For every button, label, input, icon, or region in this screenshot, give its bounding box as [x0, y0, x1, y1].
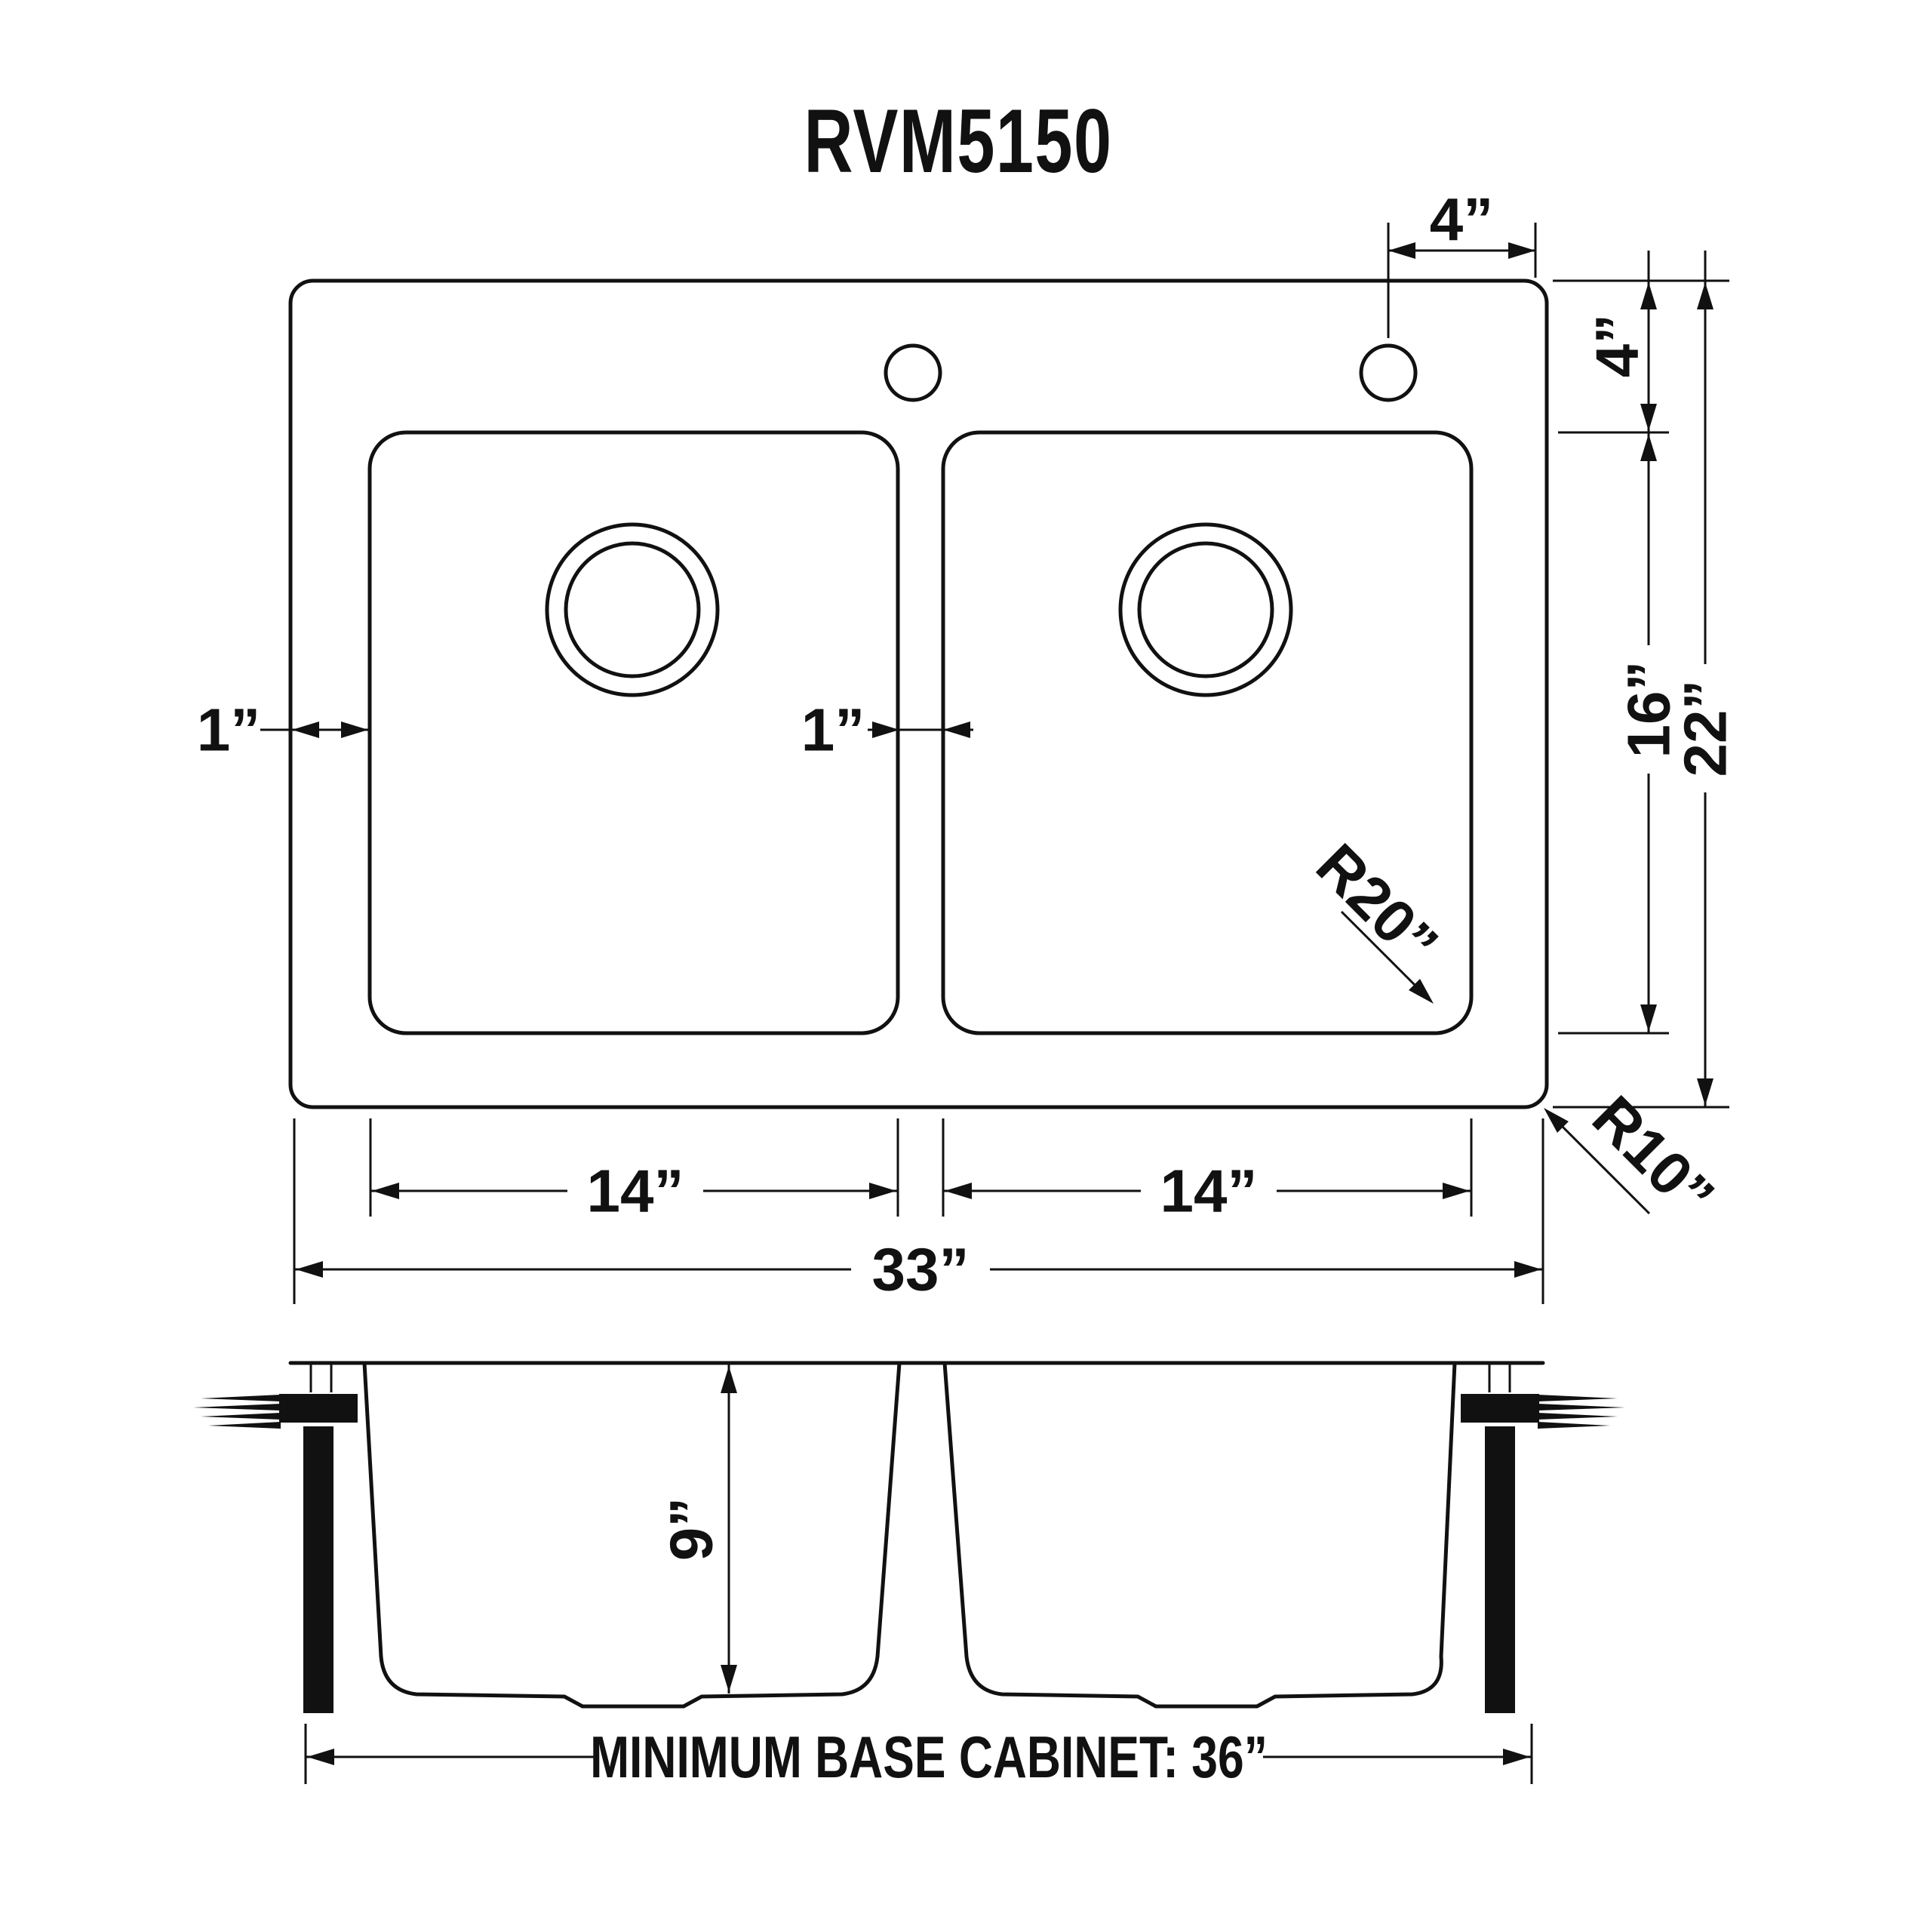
dim-bowl-corner-radius: R20” [1304, 831, 1451, 1004]
faucet-hole-left [884, 343, 942, 402]
sink-outline [288, 278, 1549, 1109]
bowl-right-outline [941, 430, 1474, 1035]
drain-left-outer [545, 522, 720, 697]
page-title: RVM5150 [804, 91, 1112, 192]
dim-label-bowl-front-to-back: 16” [1615, 661, 1683, 758]
faucet-hole-right [1359, 343, 1418, 402]
dim-label-bowl-corner-radius: R20” [1304, 831, 1451, 978]
dim-faucet-offset-horizontal: 4” [1387, 186, 1537, 338]
drain-left-inner [564, 541, 701, 678]
dim-label-between-bowls: 1” [801, 697, 865, 764]
drain-right-outer [1118, 522, 1293, 697]
dim-overall-width: 33” [293, 1118, 1544, 1304]
dim-base-cabinet: MINIMUM BASE CABINET: 36” [304, 1724, 1533, 1790]
dim-label-right-bowl-width: 14” [1160, 1158, 1258, 1225]
dim-label-overall-width: 33” [872, 1236, 970, 1303]
dim-label-faucet-offset-vertical: 4” [1584, 314, 1651, 378]
plan-view: 4” 4” 16” 22” R20” [197, 186, 1739, 1304]
base-cabinet-note: MINIMUM BASE CABINET: 36” [590, 1724, 1268, 1789]
bowl-right-section [942, 1361, 1457, 1709]
dim-between-bowls: 1” [801, 697, 973, 764]
drain-right-inner [1137, 541, 1274, 678]
dim-right-side-chain: 4” 16” 22” [1553, 251, 1739, 1109]
bowl-left-outline [367, 430, 900, 1035]
dim-label-bowl-depth: 9” [658, 1497, 725, 1561]
dim-label-faucet-offset-horizontal: 4” [1430, 186, 1494, 253]
mounting-clip-right [1461, 1394, 1625, 1429]
dim-bowl-depth: 9” [658, 1364, 737, 1694]
dim-right-bowl-width: 14” [942, 1118, 1473, 1225]
dim-edge-to-bowl: 1” [197, 697, 368, 764]
dim-sink-corner-radius: R10” [1544, 1083, 1727, 1230]
cabinet-wall-right [1485, 1426, 1515, 1713]
dim-label-left-bowl-width: 14” [587, 1158, 684, 1225]
bowl-left-section [362, 1361, 902, 1709]
mounting-clip-left [193, 1394, 358, 1429]
cabinet-wall-left [303, 1426, 333, 1713]
dim-left-bowl-width: 14” [369, 1118, 899, 1225]
side-view: 9” MINIMUM BASE CABINET: 36” [193, 1361, 1625, 1790]
dim-label-overall-front-to-back: 22” [1672, 680, 1739, 777]
dim-label-edge-to-bowl: 1” [197, 697, 261, 764]
